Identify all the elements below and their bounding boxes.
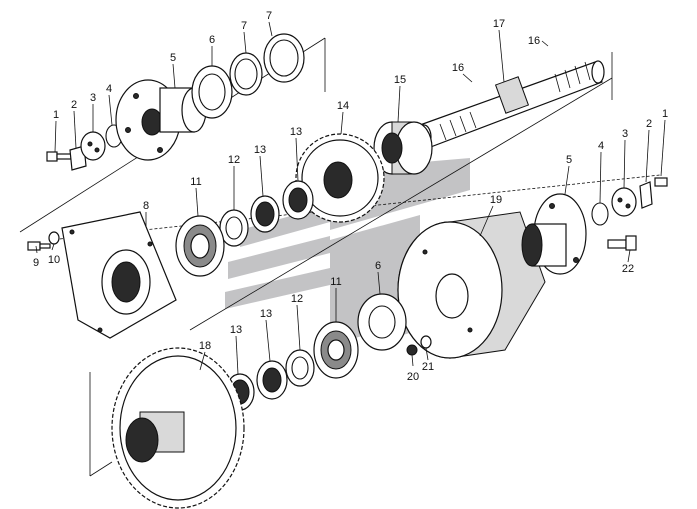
callout-20: 20 bbox=[407, 371, 419, 383]
callout-21: 21 bbox=[422, 361, 434, 373]
callout-22: 22 bbox=[622, 263, 634, 275]
callout-16b: 16 bbox=[528, 35, 540, 47]
callout-6a: 6 bbox=[209, 34, 215, 46]
washer-part-21 bbox=[420, 335, 432, 349]
spacer-part-12-upper bbox=[219, 209, 249, 247]
o-ring-part-4-right bbox=[591, 202, 609, 226]
housing-cover-part-8 bbox=[61, 211, 177, 339]
callout-4a: 4 bbox=[106, 83, 112, 95]
callout-11b: 11 bbox=[330, 276, 341, 288]
callout-9: 9 bbox=[33, 257, 39, 269]
ring-part-7-upper-a bbox=[229, 52, 263, 96]
bolt-part-1 bbox=[46, 151, 72, 162]
callout-7a: 7 bbox=[241, 20, 247, 32]
gear-part-14 bbox=[295, 133, 385, 223]
callout-6b: 6 bbox=[375, 260, 381, 272]
callout-12b: 12 bbox=[291, 293, 303, 305]
leader-lines bbox=[35, 21, 666, 375]
callout-13a: 13 bbox=[254, 144, 266, 156]
callout-13d: 13 bbox=[260, 308, 272, 320]
ball-bearing-part-11-lower bbox=[313, 321, 359, 379]
callout-5b: 5 bbox=[566, 154, 572, 166]
callout-18: 18 bbox=[199, 340, 211, 352]
gear-part-18 bbox=[111, 347, 245, 509]
bolt-part-22 bbox=[607, 235, 637, 251]
callout-15: 15 bbox=[394, 74, 406, 86]
callout-labels: 1 2 3 4 5 6 7 7 8 9 10 11 11 12 12 13 13… bbox=[33, 10, 668, 383]
bolt-part-9 bbox=[27, 241, 51, 251]
ring-part-7-upper-b bbox=[263, 33, 305, 83]
seal-part-6-upper bbox=[191, 65, 233, 119]
callout-13c: 13 bbox=[230, 324, 242, 336]
spacer-part-12-lower bbox=[285, 349, 315, 387]
callout-11a: 11 bbox=[190, 176, 201, 188]
callout-1b: 1 bbox=[662, 108, 668, 120]
flange-part-5-lower bbox=[521, 193, 587, 275]
callout-1a: 1 bbox=[53, 109, 59, 121]
callout-17: 17 bbox=[493, 18, 505, 30]
callout-8: 8 bbox=[143, 200, 149, 212]
sleeve-part-15 bbox=[373, 121, 433, 175]
lock-plate-part-2-right bbox=[639, 181, 653, 209]
callout-14: 14 bbox=[337, 100, 349, 112]
callout-2b: 2 bbox=[646, 118, 652, 130]
washer-part-10 bbox=[48, 231, 60, 245]
drum-housing-part-19 bbox=[397, 211, 546, 359]
callout-3b: 3 bbox=[622, 128, 628, 140]
callout-5a: 5 bbox=[170, 52, 176, 64]
bolt-part-1-right bbox=[654, 177, 668, 187]
washer-part-3 bbox=[80, 131, 106, 161]
callout-19: 19 bbox=[490, 194, 502, 206]
callout-7b: 7 bbox=[266, 10, 272, 22]
needle-bearing-part-13-upper-a bbox=[250, 195, 280, 233]
washer-part-3-right bbox=[611, 187, 637, 217]
shaft-part-17 bbox=[416, 60, 605, 150]
nut-part-20 bbox=[406, 344, 418, 356]
seal-part-6-lower bbox=[357, 293, 407, 351]
callout-12a: 12 bbox=[228, 154, 240, 166]
callout-4b: 4 bbox=[598, 140, 604, 152]
ball-bearing-part-11-upper bbox=[175, 215, 225, 277]
callout-10: 10 bbox=[48, 254, 60, 266]
callout-3a: 3 bbox=[90, 92, 96, 104]
callout-2a: 2 bbox=[71, 99, 77, 111]
callout-16a: 16 bbox=[452, 62, 464, 74]
needle-bearing-part-13-upper-b bbox=[282, 180, 314, 220]
callout-13b: 13 bbox=[290, 126, 302, 138]
needle-bearing-part-13-lower-b bbox=[256, 360, 288, 400]
